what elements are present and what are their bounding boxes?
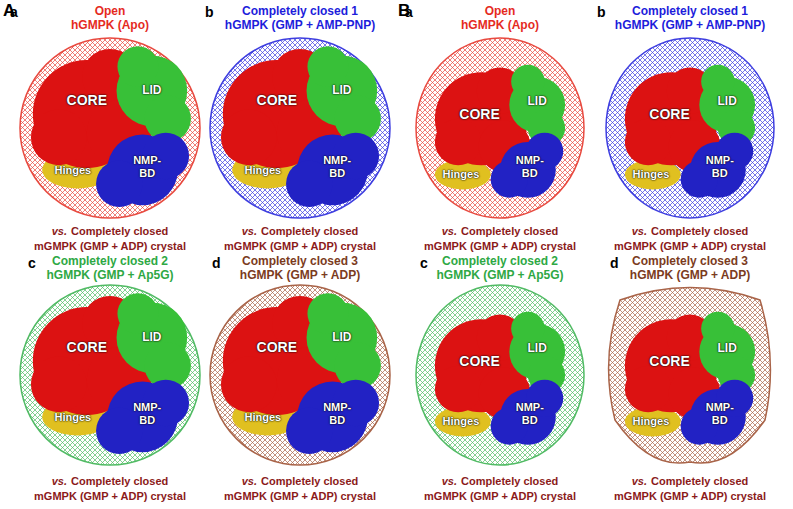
caption-text: Completely closed <box>71 475 168 488</box>
subpanel-letter: c <box>28 255 36 271</box>
domain-label: Hinges <box>633 415 670 428</box>
domain-label: CORE <box>257 92 297 108</box>
caption-text: vs. <box>242 475 257 488</box>
domain-label: NMP-BD <box>703 401 737 426</box>
domain-label: NMP-BD <box>513 154 547 179</box>
caption-text: vs. <box>632 475 647 488</box>
caption-text: vs. <box>442 475 457 488</box>
caption-text: vs. <box>242 225 257 238</box>
domain-label: NMP-BD <box>320 154 354 179</box>
caption-text: Completely closed <box>461 225 558 238</box>
caption-text: vs. <box>632 225 647 238</box>
domain-label: NMP-BD <box>130 154 164 179</box>
domain-label: CORE <box>67 92 107 108</box>
caption-text: Completely closed <box>261 225 358 238</box>
panel-title: Open <box>485 5 516 19</box>
domain-label: CORE <box>67 339 107 355</box>
caption-text: vs. <box>52 475 67 488</box>
caption-text: vs. <box>442 225 457 238</box>
caption-text: mGMPK (GMP + ADP) crystal <box>424 240 576 253</box>
domain-label: CORE <box>649 106 689 122</box>
caption-text: mGMPK (GMP + ADP) crystal <box>424 490 576 503</box>
caption-text: Completely closed <box>651 225 748 238</box>
panel-title: Open <box>95 5 126 19</box>
domain-label: NMP-BD <box>130 401 164 426</box>
domain-label: NMP-BD <box>513 401 547 426</box>
panel-title: Completely closed 2 <box>52 255 168 269</box>
subpanel-letter: c <box>420 255 428 271</box>
panel-title: Completely closed 2 <box>442 255 558 269</box>
domain-label: CORE <box>257 339 297 355</box>
panel-title: Completely closed 1 <box>242 5 358 19</box>
domain-label: LID <box>332 84 351 98</box>
caption-text: mGMPK (GMP + ADP) crystal <box>614 240 766 253</box>
domain-label: CORE <box>459 353 499 369</box>
caption-text: Completely closed <box>461 475 558 488</box>
caption-text: Completely closed <box>261 475 358 488</box>
panel-title: hGMPK (Apo) <box>461 19 539 33</box>
caption-text: Completely closed <box>651 475 748 488</box>
domain-label: LID <box>142 84 161 98</box>
panel-title: hGMPK (GMP + AMP-PNP) <box>225 19 375 33</box>
caption-text: mGMPK (GMP + ADP) crystal <box>34 490 186 503</box>
panel-title: hGMPK (GMP + Ap5G) <box>436 269 563 283</box>
panel-title: Completely closed 3 <box>632 255 748 269</box>
domain-label: LID <box>142 331 161 345</box>
domain-label: LID <box>528 342 547 356</box>
domain-label: CORE <box>459 106 499 122</box>
panel-title: hGMPK (GMP + ADP) <box>630 269 750 283</box>
panel-title: hGMPK (GMP + AMP-PNP) <box>615 19 765 33</box>
panel-title: Completely closed 3 <box>242 255 358 269</box>
caption-text: mGMPK (GMP + ADP) crystal <box>224 240 376 253</box>
panel-title: hGMPK (Apo) <box>71 19 149 33</box>
domain-label: LID <box>332 331 351 345</box>
domain-label: NMP-BD <box>703 154 737 179</box>
domain-label: Hinges <box>244 411 281 424</box>
subpanel-letter: a <box>10 4 18 20</box>
domain-label: Hinges <box>244 164 281 177</box>
caption-text: mGMPK (GMP + ADP) crystal <box>224 490 376 503</box>
subpanel-letter: b <box>205 4 214 20</box>
subpanel-letter: d <box>212 255 221 271</box>
domain-label: Hinges <box>633 168 670 181</box>
domain-label: LID <box>528 95 547 109</box>
caption-text: vs. <box>52 225 67 238</box>
subpanel-letter: b <box>597 4 606 20</box>
domain-label: Hinges <box>443 415 480 428</box>
domain-label: Hinges <box>54 164 91 177</box>
subpanel-letter: d <box>610 255 619 271</box>
caption-text: mGMPK (GMP + ADP) crystal <box>614 490 766 503</box>
domain-label: NMP-BD <box>320 401 354 426</box>
domain-label: LID <box>718 95 737 109</box>
panel-title: Completely closed 1 <box>632 5 748 19</box>
subpanel-letter: a <box>405 4 413 20</box>
domain-label: Hinges <box>443 168 480 181</box>
caption-text: mGMPK (GMP + ADP) crystal <box>34 240 186 253</box>
panel-title: hGMPK (GMP + ADP) <box>240 269 360 283</box>
panel-title: hGMPK (GMP + Ap5G) <box>46 269 173 283</box>
caption-text: Completely closed <box>71 225 168 238</box>
domain-label: LID <box>718 342 737 356</box>
domain-label: Hinges <box>54 411 91 424</box>
domain-label: CORE <box>649 353 689 369</box>
